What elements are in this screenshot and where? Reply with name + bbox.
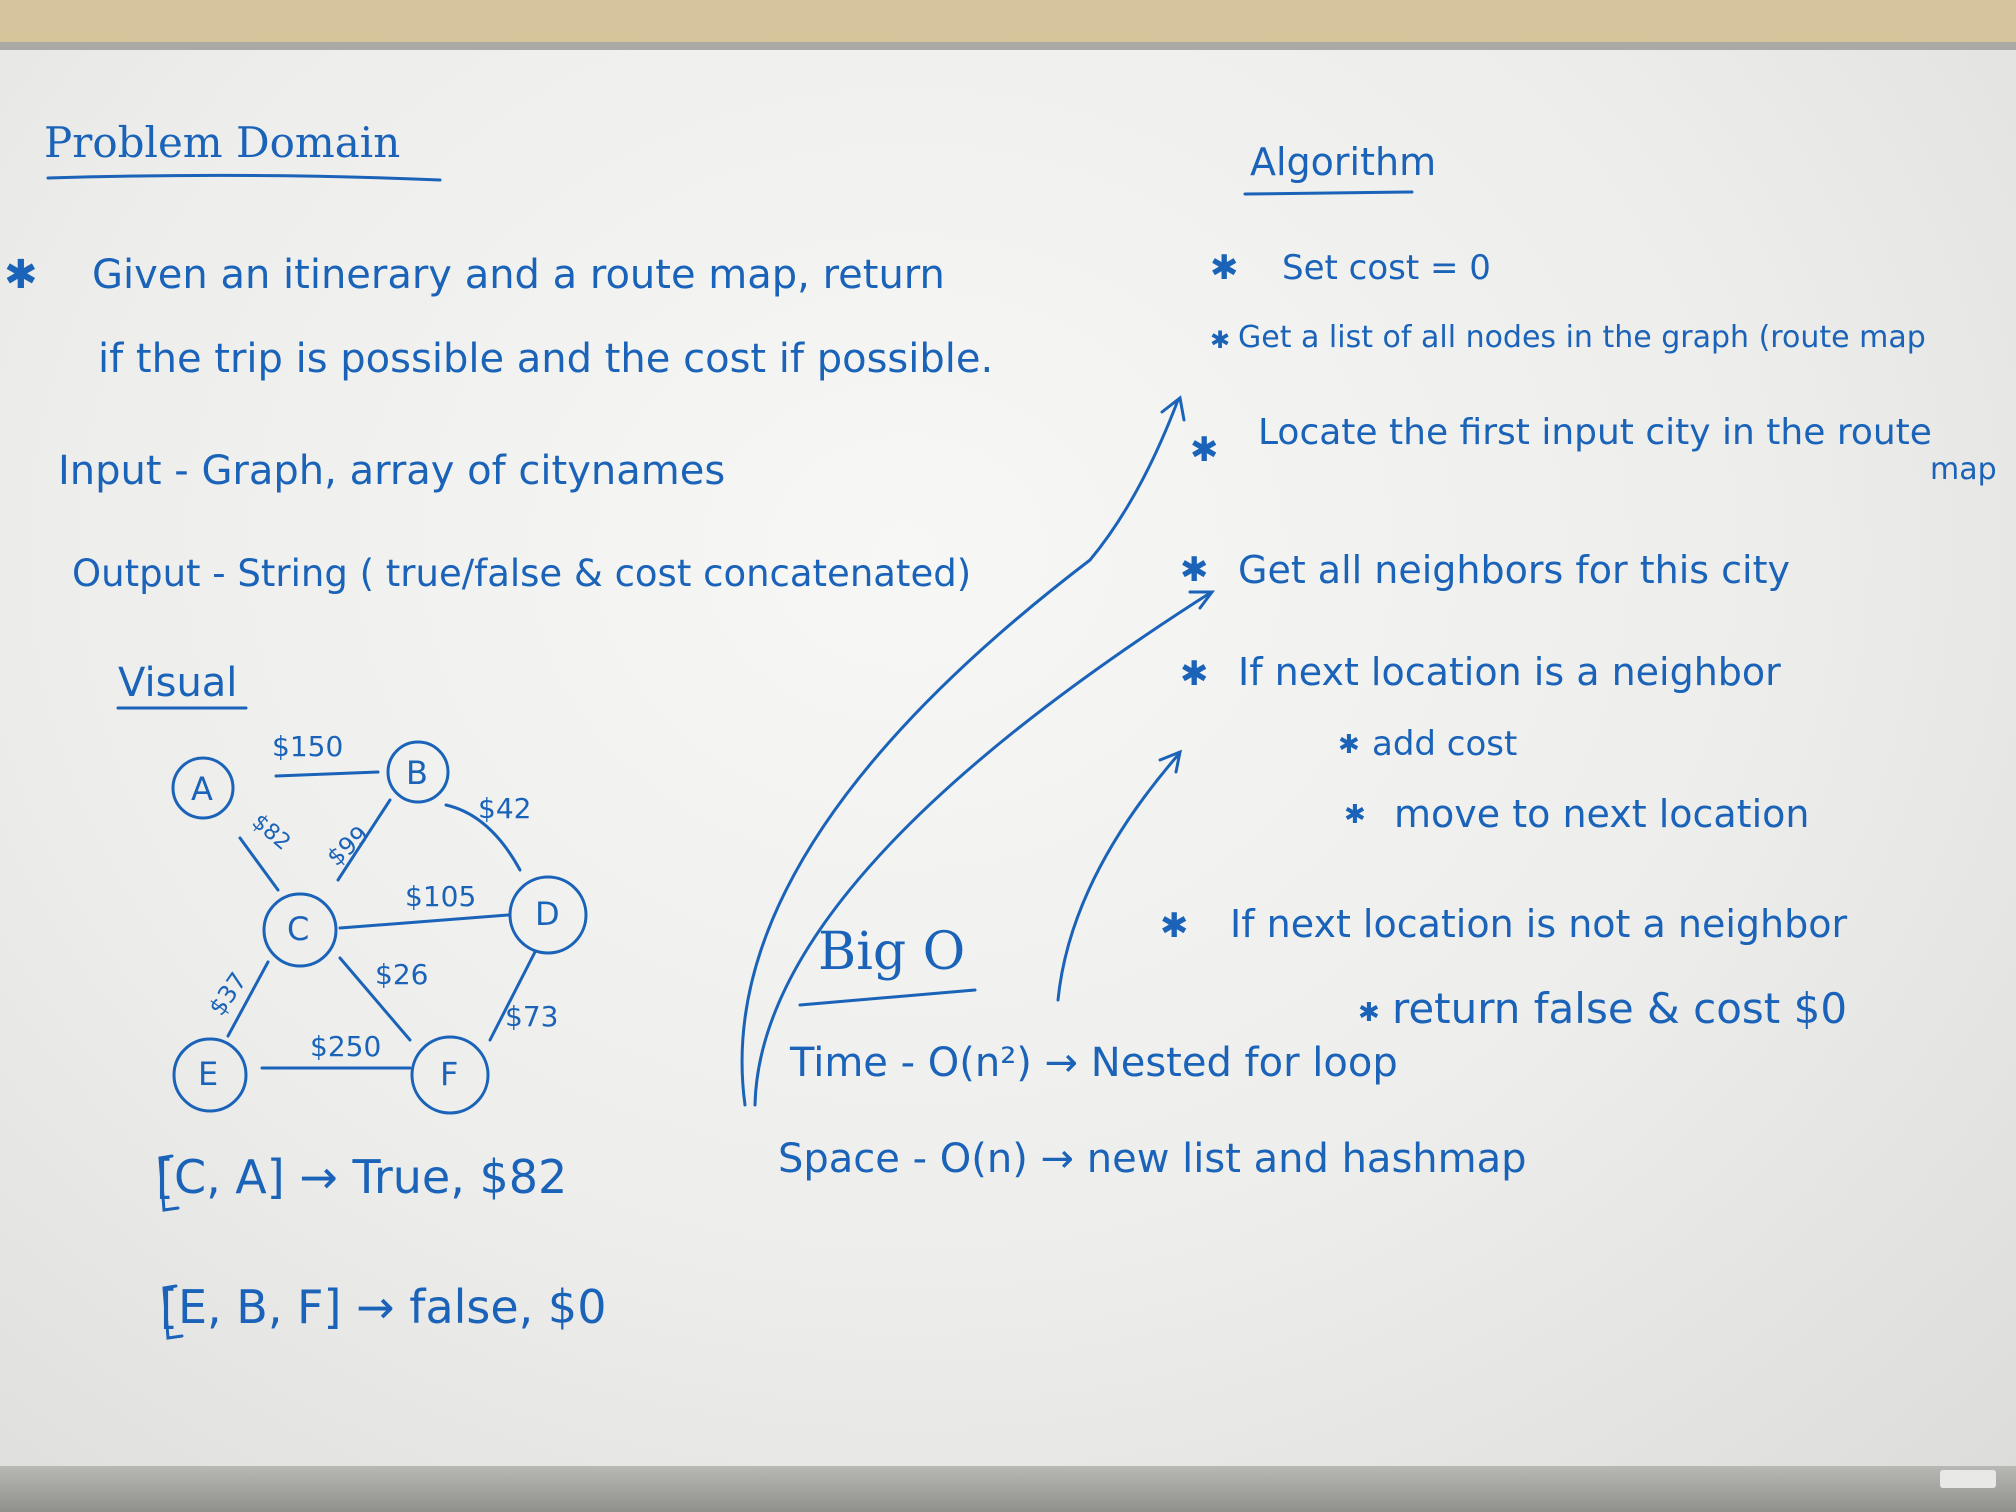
- algo-step-locate: Locate the first input city in the route: [1258, 412, 1932, 453]
- node-c-circle: [262, 892, 338, 968]
- algo-substep-bullet-2: ✱: [1344, 800, 1366, 830]
- node-d-label: D: [535, 895, 560, 933]
- algo-bullet-2: ✱: [1210, 326, 1231, 354]
- visual-heading: Visual: [118, 660, 238, 706]
- algo-substep-move-next: move to next location: [1394, 792, 1810, 836]
- node-c-label: C: [287, 910, 310, 948]
- problem-statement-line1: Given an itinerary and a route map, retu…: [92, 252, 945, 298]
- output-description: Output - String ( true/false & cost conc…: [72, 552, 972, 595]
- big-o-space: Space - O(n) → new list and hashmap: [778, 1136, 1527, 1182]
- algorithm-underline: [1243, 190, 1414, 196]
- arrow-head-locate: [1160, 395, 1186, 422]
- algo-substep-bullet-1: ✱: [1338, 730, 1360, 760]
- problem-domain-underline: [46, 173, 442, 182]
- algo-substep-add-cost: add cost: [1372, 724, 1518, 764]
- example-2: [E, B, F] → false, $0: [160, 1280, 607, 1334]
- algo-bullet-5: ✱: [1180, 654, 1209, 694]
- marker-tray: [0, 1466, 2016, 1512]
- edge-cost-c-d: $105: [405, 880, 477, 913]
- algo-step-locate-cont: map: [1930, 452, 1997, 487]
- edge-c-f: [338, 956, 412, 1042]
- arrow-head-neighbors: [1188, 590, 1215, 610]
- node-f-label: F: [440, 1055, 459, 1093]
- node-d-circle: [508, 875, 588, 955]
- bullet-star: ✱: [4, 252, 38, 298]
- arrow-to-neighbors: [753, 591, 1212, 1107]
- problem-statement-line2: if the trip is possible and the cost if …: [98, 336, 994, 382]
- edge-cost-a-b: $150: [272, 730, 344, 763]
- example-bracket-1: [158, 1154, 180, 1212]
- algo-step-set-cost: Set cost = 0: [1282, 248, 1491, 288]
- algo-substep-return-false: return false & cost $0: [1392, 984, 1848, 1033]
- problem-domain-heading: Problem Domain: [44, 118, 401, 167]
- algo-step-get-nodes: Get a list of all nodes in the graph (ro…: [1238, 320, 1926, 355]
- algo-bullet-3: ✱: [1190, 430, 1219, 470]
- node-b-circle: [386, 740, 450, 804]
- edge-a-b: [274, 770, 380, 778]
- edge-b-c: [336, 798, 392, 882]
- arrow-to-if-neighbor: [1056, 753, 1180, 1002]
- big-o-heading: Big O: [818, 922, 966, 982]
- edge-cost-d-f: $73: [505, 1000, 559, 1033]
- arrow-head-if-neighbor: [1158, 749, 1183, 774]
- algo-step-if-neighbor: If next location is a neighbor: [1238, 650, 1781, 694]
- node-a-circle: [171, 756, 235, 820]
- algo-bullet-6: ✱: [1160, 906, 1189, 946]
- edge-c-d: [338, 913, 510, 930]
- edge-c-e: [226, 960, 270, 1038]
- edge-cost-e-f: $250: [310, 1030, 382, 1063]
- input-description: Input - Graph, array of citynames: [58, 448, 726, 494]
- algo-step-neighbors: Get all neighbors for this city: [1238, 548, 1790, 592]
- algorithm-heading: Algorithm: [1250, 140, 1437, 184]
- marker-clip: [1940, 1470, 1996, 1488]
- node-e-circle: [172, 1037, 248, 1113]
- algo-substep-bullet-3: ✱: [1358, 998, 1380, 1028]
- algo-bullet-1: ✱: [1210, 248, 1239, 288]
- big-o-time: Time - O(n²) → Nested for loop: [790, 1040, 1398, 1086]
- edge-b-d: [444, 803, 522, 872]
- node-a-label: A: [191, 770, 213, 808]
- edge-cost-b-d: $42: [478, 792, 532, 825]
- node-e-label: E: [198, 1055, 219, 1093]
- algo-step-not-neighbor: If next location is not a neighbor: [1230, 902, 1848, 946]
- edge-cost-c-f: $26: [375, 958, 429, 991]
- big-o-underline: [798, 988, 977, 1007]
- edge-a-c: [238, 836, 280, 892]
- node-b-label: B: [406, 754, 428, 792]
- whiteboard: [0, 42, 2016, 1484]
- node-f-circle: [410, 1035, 490, 1115]
- example-bracket-2: [162, 1284, 184, 1340]
- edge-d-f: [488, 950, 537, 1042]
- algo-bullet-4: ✱: [1180, 550, 1209, 590]
- arrow-to-locate: [740, 398, 1180, 1107]
- example-1: [C, A] → True, $82: [156, 1150, 568, 1204]
